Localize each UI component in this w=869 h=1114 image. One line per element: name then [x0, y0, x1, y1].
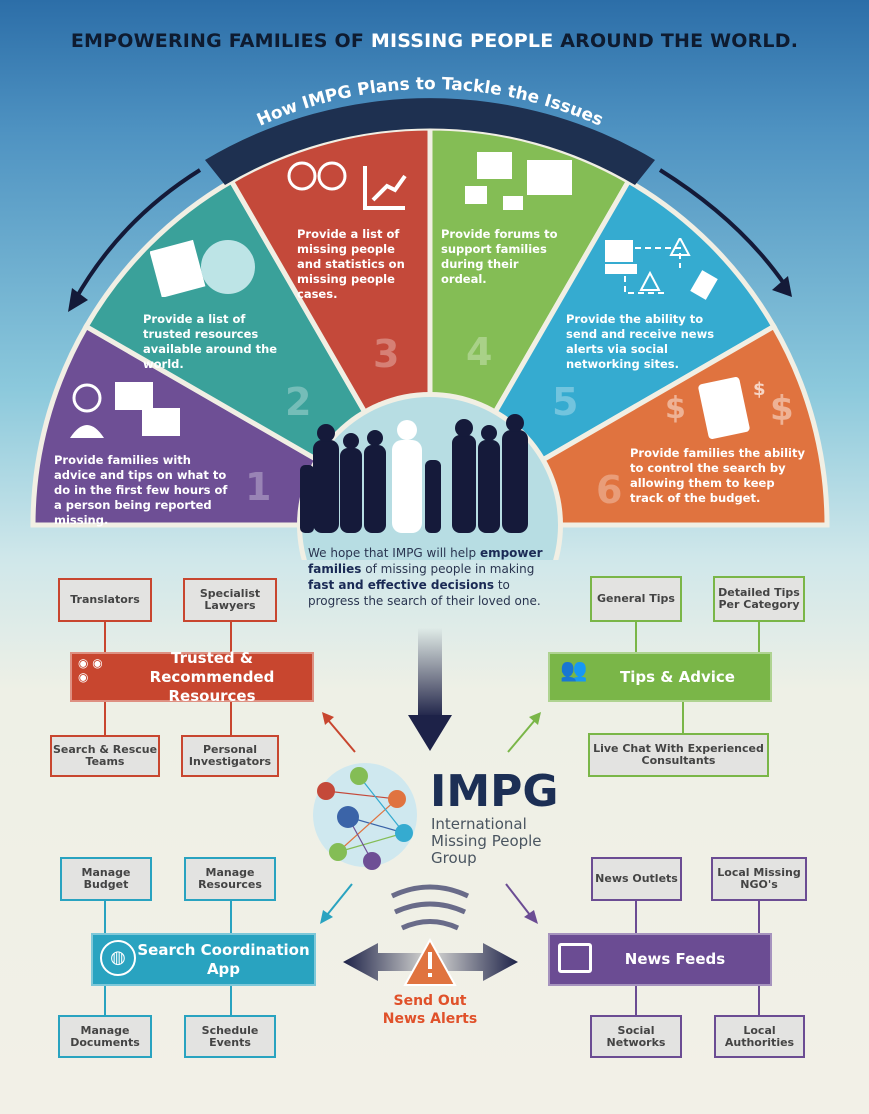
family-silhouette-icon	[300, 414, 528, 533]
down-arrow-icon	[408, 715, 452, 751]
news-feeds-box: News Feeds	[548, 933, 772, 986]
manage-documents-box: Manage Documents	[58, 1015, 152, 1058]
right-double-arrow	[430, 943, 518, 981]
segment-6-text: Provide families the ability to control …	[630, 446, 805, 505]
title-part: AROUND THE WORLD.	[553, 30, 799, 52]
segment-1-text: Provide families with advice and tips on…	[54, 453, 228, 527]
globe-user-icon: ◍	[100, 940, 136, 976]
translators-box: Translators	[58, 578, 152, 622]
detailed-tips-box: Detailed Tips Per Category	[713, 576, 805, 622]
svg-text:$: $	[665, 391, 686, 426]
page-title: EMPOWERING FAMILIES OF MISSING PEOPLE AR…	[0, 30, 869, 52]
arrow-right-icon	[658, 168, 787, 287]
local-ngos-box: Local Missing NGO's	[711, 857, 807, 901]
down-arrow-shaft	[418, 628, 442, 718]
title-part: EMPOWERING FAMILIES OF	[70, 30, 371, 52]
people-chart-icon	[285, 158, 410, 213]
arrow-left-icon	[73, 168, 202, 301]
svg-text:$: $	[753, 379, 766, 400]
calculator-dollar-icon: $$$	[645, 370, 805, 440]
globe-network-icon	[313, 763, 417, 870]
chat-people-icon: 👥	[560, 658, 588, 683]
search-rescue-box: Search & Rescue Teams	[50, 735, 160, 777]
tips-advice-box: Tips & Advice	[548, 652, 772, 702]
personal-investigators-box: Personal Investigators	[181, 735, 279, 777]
svg-text:$: $	[770, 389, 794, 429]
mission-message: We hope that IMPG will help empower fami…	[308, 546, 543, 608]
manage-budget-box: Manage Budget	[60, 857, 152, 901]
segment-4-text: Provide forums to support families durin…	[441, 227, 558, 286]
network-people-icon: ◉ ◉◉	[78, 656, 103, 684]
segment-3-text: Provide a list of missing people and sta…	[297, 227, 405, 301]
logo-wordmark: IMPG	[430, 766, 559, 817]
banner-band	[205, 98, 655, 185]
computer-alert-phone-icon	[605, 235, 720, 300]
plan-fan-diagram: How IMPG Plans to Tackle the Issues	[30, 98, 830, 560]
social-networks-box: Social Networks	[590, 1015, 682, 1058]
left-double-arrow	[343, 943, 430, 981]
document-globe-icon	[149, 237, 255, 298]
segment-5-number: 5	[552, 380, 579, 424]
search-coordination-app-box: Search Coordination App	[91, 933, 316, 986]
segment-2-text: Provide a list of trusted resources avai…	[143, 312, 278, 371]
live-chat-box: Live Chat With Experienced Consultants	[588, 733, 769, 777]
specialist-lawyers-box: Specialist Lawyers	[183, 578, 277, 622]
news-outlets-box: News Outlets	[591, 857, 682, 901]
segment-5-text: Provide the ability to send and receive …	[566, 312, 715, 371]
manage-resources-box: Manage Resources	[184, 857, 276, 901]
trusted-resources-box: Trusted & Recommended Resources	[70, 649, 314, 705]
title-highlight: MISSING PEOPLE	[370, 30, 554, 52]
general-tips-box: General Tips	[590, 576, 682, 622]
schedule-events-box: Schedule Events	[184, 1015, 276, 1058]
speech-bubbles-icon	[465, 150, 573, 212]
segment-1-number: 1	[245, 465, 272, 509]
segment-4-number: 4	[466, 330, 493, 374]
segment-6-number: 6	[596, 468, 623, 512]
advice-thumbs-icon	[70, 380, 185, 440]
local-authorities-box: Local Authorities	[714, 1015, 805, 1058]
segment-2-number: 2	[285, 380, 312, 424]
signal-waves-icon	[390, 884, 470, 931]
segment-3-number: 3	[373, 332, 400, 376]
broadcast-screen-icon	[558, 943, 592, 973]
